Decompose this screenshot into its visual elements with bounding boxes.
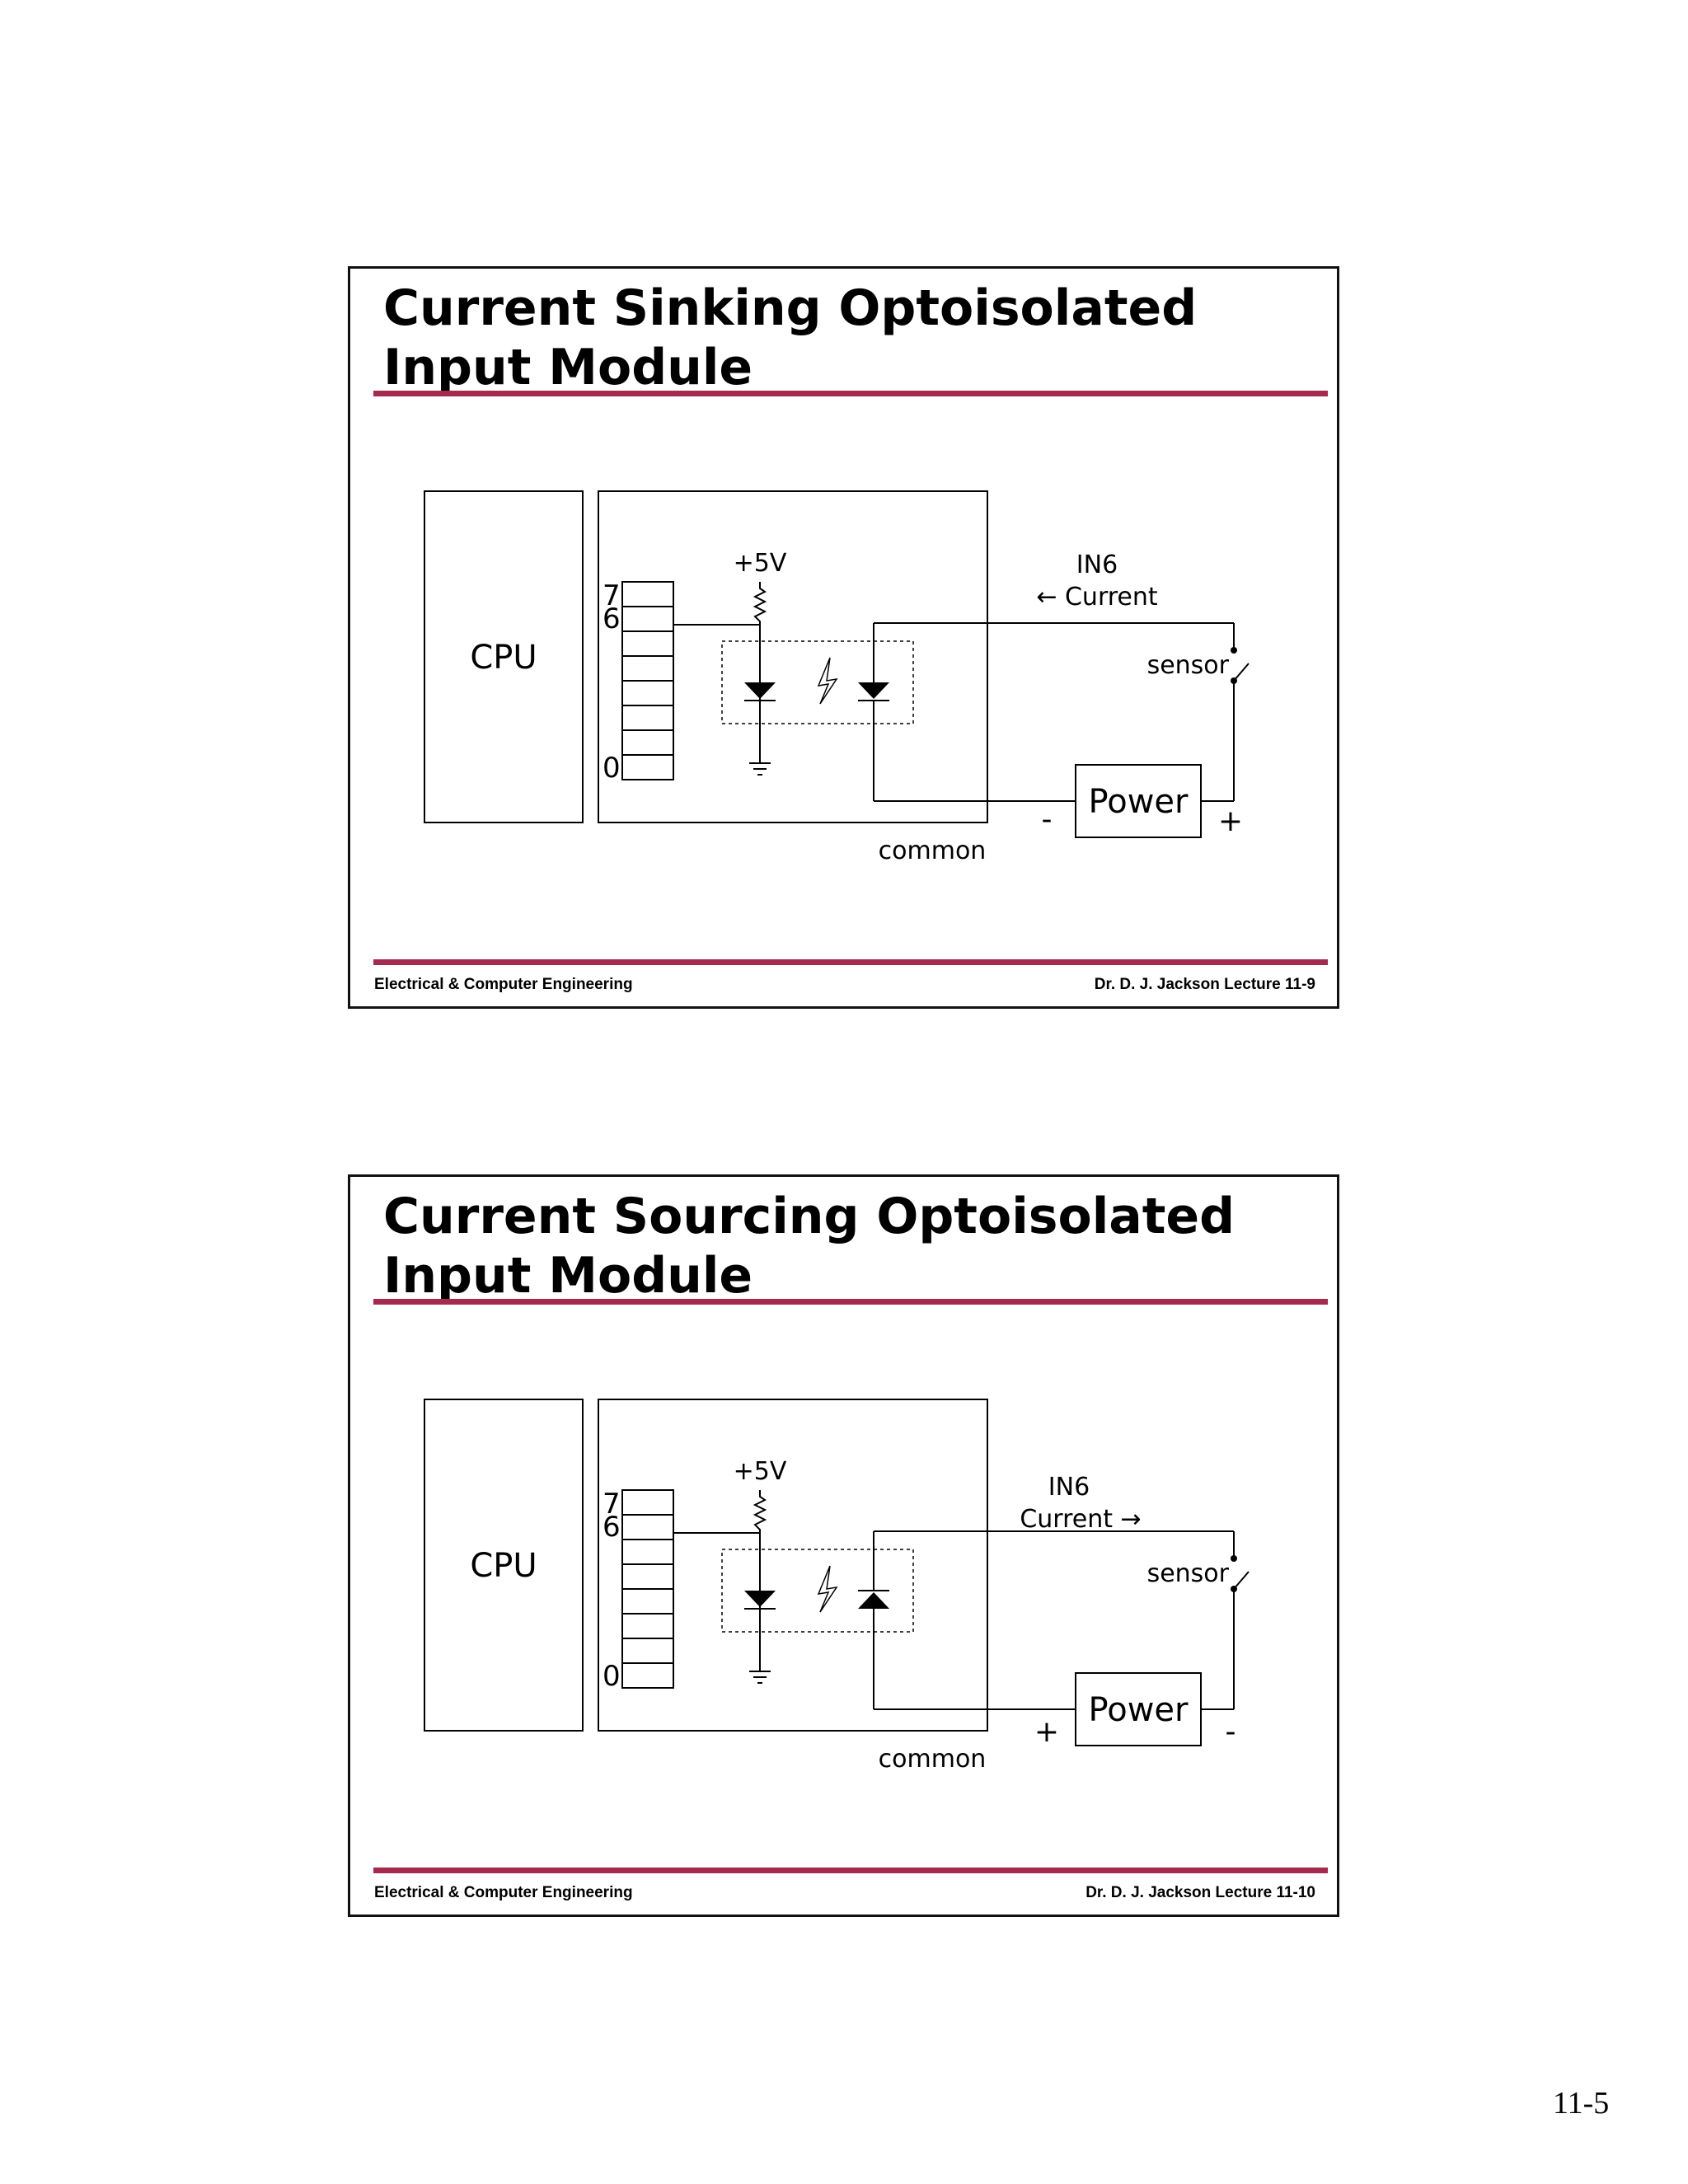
field-wiring — [873, 1530, 1235, 1710]
cpu-label: CPU — [470, 1547, 537, 1585]
input-label: IN6 — [1048, 1473, 1090, 1502]
power-left-terminal: + — [1034, 1715, 1059, 1749]
resistor-symbol — [673, 582, 767, 763]
footer-lecture: Dr. D. J. Jackson Lecture 11-10 — [1085, 1884, 1315, 1901]
bit-0-label: 0 — [603, 752, 621, 785]
slide-title: Current Sourcing Optoisolated Input Modu… — [383, 1187, 1290, 1305]
footer-rule — [373, 959, 1328, 965]
title-line-2: Input Module — [383, 339, 753, 396]
power-supply-box — [1075, 1672, 1202, 1746]
power-label: Power — [1089, 783, 1189, 821]
power-right-terminal: + — [1218, 804, 1243, 838]
sourcing-circuit-diagram: CPU 7 6 0 +5V — [424, 1399, 1250, 1774]
input-label: IN6 — [1076, 551, 1118, 579]
common-label: common — [879, 1745, 987, 1774]
input-module-box — [598, 490, 988, 823]
title-line-2: Input Module — [383, 1247, 753, 1305]
cpu-label: CPU — [470, 639, 537, 677]
resistor-symbol — [673, 1490, 767, 1671]
page-number: 11-5 — [1553, 2086, 1610, 2121]
title-line-1: Current Sinking Optoisolated — [383, 279, 1198, 337]
slide-title: Current Sinking Optoisolated Input Modul… — [383, 279, 1290, 397]
slide-current-sourcing: Current Sourcing Optoisolated Input Modu… — [348, 1174, 1339, 1917]
cpu-box — [424, 490, 584, 823]
field-wiring — [873, 622, 1235, 802]
common-label: common — [879, 837, 987, 865]
footer-lecture: Dr. D. J. Jackson Lecture 11-9 — [1094, 976, 1315, 993]
input-register — [621, 1489, 674, 1689]
sensor-label: sensor — [1147, 651, 1230, 680]
ground-icon — [749, 1671, 771, 1684]
title-line-1: Current Sourcing Optoisolated — [383, 1188, 1236, 1245]
power-right-terminal: - — [1226, 1715, 1236, 1749]
sinking-circuit-diagram: CPU 7 6 0 +5V — [424, 490, 1250, 865]
bit-6-label: 6 — [603, 1511, 621, 1544]
sensor-switch-icon — [1231, 1555, 1250, 1592]
photo-diode-icon — [858, 1590, 889, 1609]
led-diode-icon — [744, 1591, 776, 1610]
bit-6-label: 6 — [603, 602, 621, 635]
sensor-switch-icon — [1231, 647, 1250, 684]
footer-department: Electrical & Computer Engineering — [374, 976, 633, 993]
optocoupler-box — [721, 1549, 914, 1633]
current-direction-label: Current → — [1020, 1505, 1141, 1534]
vcc-label: +5V — [734, 549, 787, 578]
optocoupler-box — [721, 640, 914, 724]
input-register — [621, 581, 674, 780]
input-module-box — [598, 1399, 988, 1732]
power-label: Power — [1089, 1691, 1189, 1729]
power-supply-box — [1075, 764, 1202, 838]
photo-diode-icon — [858, 682, 889, 701]
cpu-box — [424, 1399, 584, 1732]
title-rule — [373, 1299, 1328, 1305]
bit-0-label: 0 — [603, 1660, 621, 1693]
bit-7-label: 7 — [603, 579, 621, 612]
sensor-label: sensor — [1147, 1559, 1230, 1588]
led-diode-icon — [744, 682, 776, 701]
footer-department: Electrical & Computer Engineering — [374, 1884, 633, 1901]
title-rule — [373, 391, 1328, 396]
light-bolt-icon — [817, 1565, 838, 1613]
footer-rule — [373, 1868, 1328, 1873]
slide-current-sinking: Current Sinking Optoisolated Input Modul… — [348, 266, 1339, 1009]
ground-icon — [749, 762, 771, 776]
current-direction-label: ← Current — [1036, 583, 1158, 612]
power-left-terminal: - — [1042, 803, 1053, 837]
vcc-label: +5V — [734, 1457, 787, 1486]
light-bolt-icon — [817, 657, 838, 705]
bit-7-label: 7 — [603, 1488, 621, 1521]
